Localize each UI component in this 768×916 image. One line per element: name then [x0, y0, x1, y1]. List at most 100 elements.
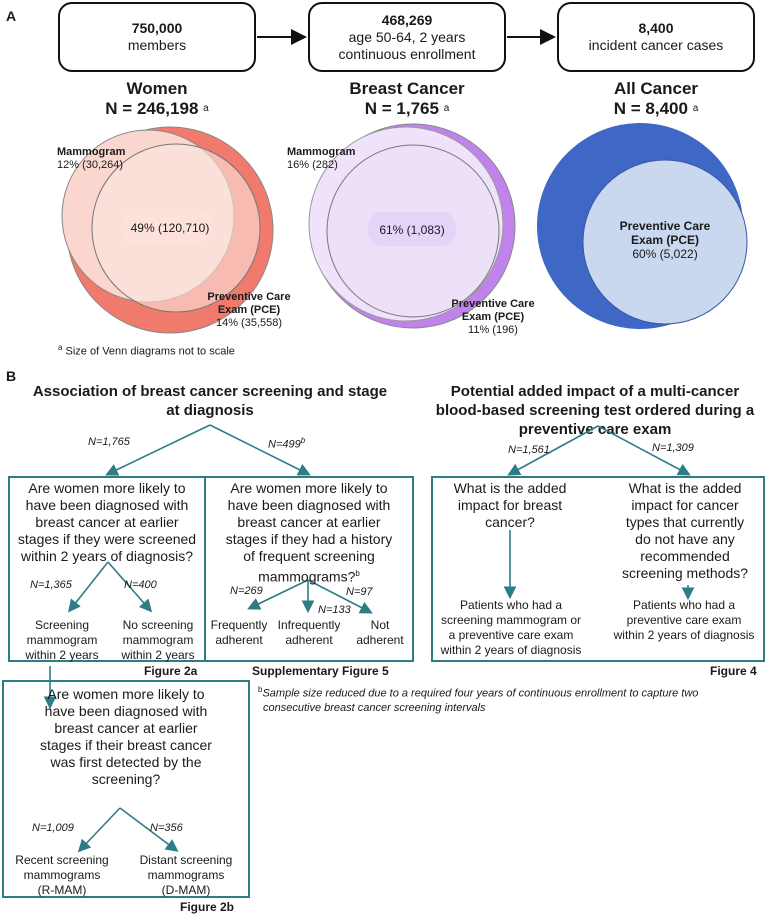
n-label-1009: N=1,009	[32, 822, 74, 834]
arrow-n269	[247, 579, 309, 610]
leaf-line: Distant screening	[139, 853, 233, 867]
leaf-line: mammograms	[23, 868, 101, 882]
note-text: Size of Venn diagrams not to scale	[65, 345, 235, 358]
leaf-line: Recent screening	[15, 853, 109, 867]
venn-pce-circle	[582, 159, 748, 325]
leaf-line: Patients who had a	[632, 598, 736, 612]
leaf-recent-screening: Recent screening mammograms (R-MAM)	[2, 853, 122, 898]
venn-n-label: N = 246,198	[105, 99, 199, 118]
question-box-detected	[2, 680, 250, 898]
pce-value: 11% (196)	[468, 324, 518, 336]
flow-box-value: 750,000	[131, 20, 183, 36]
venn-breast-pce-label: Preventive Care Exam (PCE) 11% (196)	[440, 298, 546, 337]
venn-n-label: N = 1,765	[364, 99, 439, 118]
venn-title-text: Women	[126, 79, 188, 98]
venn-title-text: All Cancer	[613, 79, 699, 98]
leaf-line: within 2 years	[25, 648, 99, 662]
flow-box-enrollment: 468,269 age 50-64, 2 years continuous en…	[308, 2, 506, 72]
question-breast-impact: What is the added impact for breast canc…	[436, 480, 584, 531]
question-line: have been diagnosed with	[25, 497, 189, 513]
venn-all-cancer	[537, 123, 748, 329]
venn-women-overlap-label: 49% (120,710)	[130, 221, 210, 235]
leaf-line: screening mammogram or	[440, 613, 582, 627]
leaf-distant-screening: Distant screening mammograms (D-MAM)	[124, 853, 248, 898]
leaf-breast-impact: Patients who had a screening mammogram o…	[432, 598, 590, 658]
question-line: was first detected by the	[50, 754, 202, 770]
leaf-line: within 2 years of diagnosis	[440, 643, 582, 657]
pce-value: 60% (5,022)	[632, 247, 698, 261]
pce-value: 14% (35,558)	[215, 317, 283, 329]
mammogram-value: 12% (30,264)	[57, 159, 124, 171]
leaf-line: within 2 years of diagnosis	[613, 628, 755, 642]
flow-box-value: 8,400	[638, 20, 674, 36]
n-label-400: N=400	[124, 579, 157, 591]
panel-a-label: A	[6, 8, 17, 24]
leaf-line: Screening	[34, 618, 90, 632]
note-sup: a	[58, 343, 63, 352]
arrow-n356	[119, 807, 179, 852]
leaf-line: Not	[370, 618, 390, 632]
venn-n-sup: a	[692, 103, 699, 114]
arrow-n1365	[68, 561, 109, 613]
venn-title-breast-cancer: Breast Cancer N = 1,765 a	[308, 79, 506, 119]
question-line: breast cancer at earlier	[54, 720, 198, 736]
n-label-sup: b	[300, 436, 306, 445]
venn-women-pce-label: Preventive Care Exam (PCE) 14% (35,558)	[196, 291, 302, 330]
question-line: stages if their breast cancer	[40, 737, 212, 753]
n-label-1765: N=1,765	[88, 436, 130, 448]
arrow-n400	[107, 561, 153, 613]
leaf-line: mammogram	[26, 633, 98, 647]
pce-label: Preventive Care	[619, 219, 711, 233]
leaf-frequently-adherent: Frequently adherent	[204, 618, 274, 648]
venn-breast-overlap-label: 61% (1,083)	[379, 223, 445, 237]
venn-title-all-cancer: All Cancer N = 8,400 a	[557, 79, 755, 119]
question-line: screening methods?	[621, 565, 749, 581]
leaf-line: No screening	[122, 618, 194, 632]
n-label-1365: N=1,365	[30, 579, 72, 591]
question-line: stages if they were screened	[17, 531, 197, 547]
figure-2a-label: Figure 2a	[144, 664, 198, 678]
venn-allcancer-pce-label: Preventive Care Exam (PCE) 60% (5,022)	[612, 219, 718, 261]
question-other-impact: What is the added impact for cancer type…	[606, 480, 764, 582]
leaf-line: within 2 years	[121, 648, 195, 662]
question-line: What is the added	[628, 480, 742, 496]
venn-overlap-pill	[122, 210, 212, 244]
footnote-sup: b	[258, 685, 263, 694]
flow-box-text: members	[127, 37, 187, 53]
leaf-line: adherent	[215, 633, 263, 647]
flow-arrows	[257, 29, 556, 45]
question-line: Are women more likely to	[28, 480, 186, 496]
supplementary-figure-5-label: Supplementary Figure 5	[252, 664, 389, 678]
n-label-499: N=499b	[268, 436, 305, 451]
venn-diagrams	[61, 123, 748, 334]
pce-label: Preventive Care	[451, 298, 535, 310]
question-screened: Are women more likely to have been diagn…	[8, 480, 206, 565]
venn-title-women: Women N = 246,198 a	[58, 79, 256, 119]
arrow-n1765	[105, 424, 211, 476]
title-line: at diagnosis	[166, 402, 254, 419]
question-line: do not have any	[635, 531, 735, 547]
leaf-line: adherent	[285, 633, 333, 647]
arrow-n1309	[597, 425, 691, 476]
mammogram-label: Mammogram	[287, 146, 356, 158]
question-line: Are women more likely to	[230, 480, 388, 496]
leaf-line: adherent	[356, 633, 404, 647]
venn-scale-note: a Size of Venn diagrams not to scale	[58, 343, 235, 358]
footnote-line: consecutive breast cancer screening inte…	[263, 701, 486, 714]
pce-label: Exam (PCE)	[217, 304, 281, 316]
question-line: stages if they had a history	[225, 531, 393, 547]
flow-box-cancer-cases: 8,400 incident cancer cases	[557, 2, 755, 72]
venn-women-mammogram-label: Mammogram 12% (30,264)	[57, 146, 125, 172]
n-label-1561: N=1,561	[508, 444, 550, 456]
pce-label: Exam (PCE)	[461, 311, 525, 323]
leaf-infrequently-adherent: Infrequently adherent	[272, 618, 346, 648]
leaf-line: Infrequently	[277, 618, 341, 632]
leaf-line: Patients who had a	[459, 598, 563, 612]
question-frequent: Are women more likely to have been diagn…	[204, 480, 414, 586]
arrow-n499	[209, 424, 311, 476]
question-line: impact for cancer	[631, 497, 739, 513]
n-label-133: N=133	[318, 604, 351, 616]
flow-box-members: 750,000 members	[58, 2, 256, 72]
leaf-line: (D-MAM)	[161, 883, 211, 897]
n-label-356: N=356	[150, 822, 183, 834]
